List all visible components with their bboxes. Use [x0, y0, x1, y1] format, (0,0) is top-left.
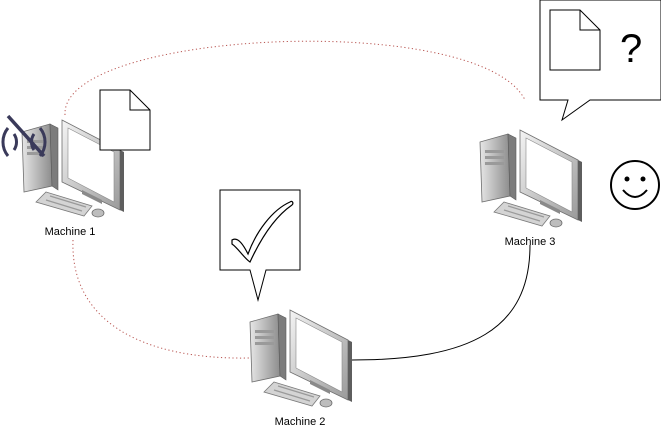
link-machine1-machine3 [64, 40, 526, 116]
link-machine1-machine2 [72, 239, 251, 359]
machine-2-label: Machine 2 [274, 416, 326, 428]
machine-2-computer-icon [249, 309, 353, 408]
machine-1-label: Machine 1 [44, 226, 96, 238]
checkmark-icon [231, 200, 294, 263]
machine-3-computer-icon [479, 129, 583, 228]
machine-3-label: Machine 3 [504, 236, 556, 248]
bubble-document-icon [549, 9, 601, 71]
question-mark: ? [620, 27, 642, 71]
question-speech-bubble: ? [539, 0, 661, 122]
smiley-icon [610, 160, 660, 210]
link-machine2-machine3 [351, 244, 531, 361]
document-icon [99, 89, 151, 151]
check-speech-bubble [219, 189, 301, 302]
wifi-off-icon [1, 114, 47, 158]
